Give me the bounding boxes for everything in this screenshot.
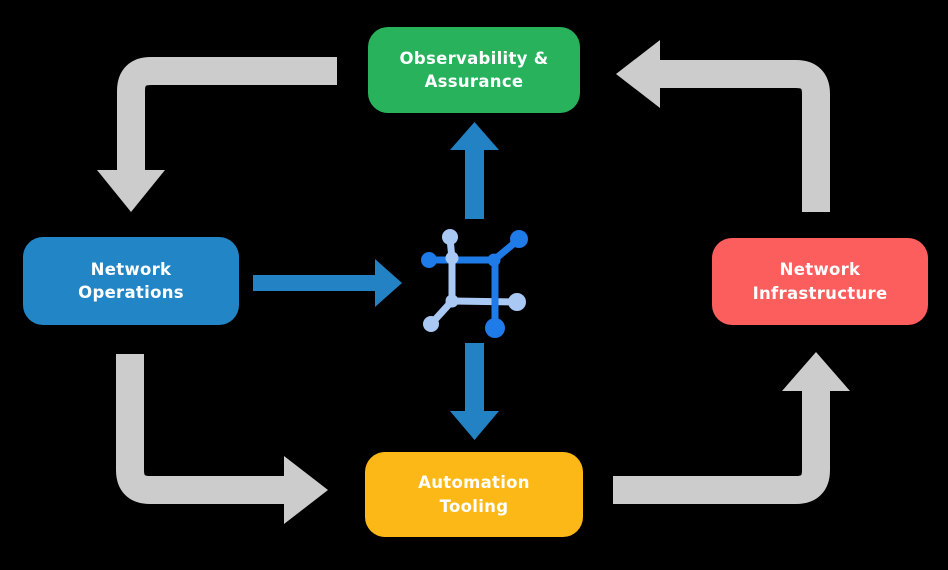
node-observability-assurance (368, 27, 580, 113)
node-network-infrastructure (712, 238, 928, 325)
arrowhead-observability-to-operations (97, 170, 165, 212)
arrow-infrastructure-to-observability (658, 60, 830, 212)
blue-center-arrows (253, 122, 499, 440)
network-mesh-icon-dark-nodes (421, 230, 528, 338)
arrow-center-to-observability-head (450, 122, 499, 150)
arrow-operations-to-center-head (375, 259, 402, 307)
arrowhead-operations-to-automation (284, 456, 328, 524)
arrow-center-to-automation-head (450, 411, 499, 440)
arrowhead-infrastructure-to-observability (616, 40, 660, 108)
node-automation-tooling (365, 452, 583, 537)
arrowhead-automation-to-infrastructure (782, 352, 850, 391)
gray-cycle-arrows (97, 40, 850, 524)
network-mesh-icon (421, 229, 528, 338)
network-mesh-icon-light-nodes (423, 229, 526, 332)
arrow-operations-to-center-shaft (253, 275, 375, 291)
arrow-center-to-automation-shaft (465, 343, 484, 413)
node-network-operations (23, 237, 239, 325)
arrow-automation-to-infrastructure (613, 389, 830, 504)
arrow-operations-to-automation (116, 354, 286, 504)
arrow-center-to-observability-shaft (465, 148, 484, 219)
arrow-observability-to-operations (117, 57, 337, 172)
